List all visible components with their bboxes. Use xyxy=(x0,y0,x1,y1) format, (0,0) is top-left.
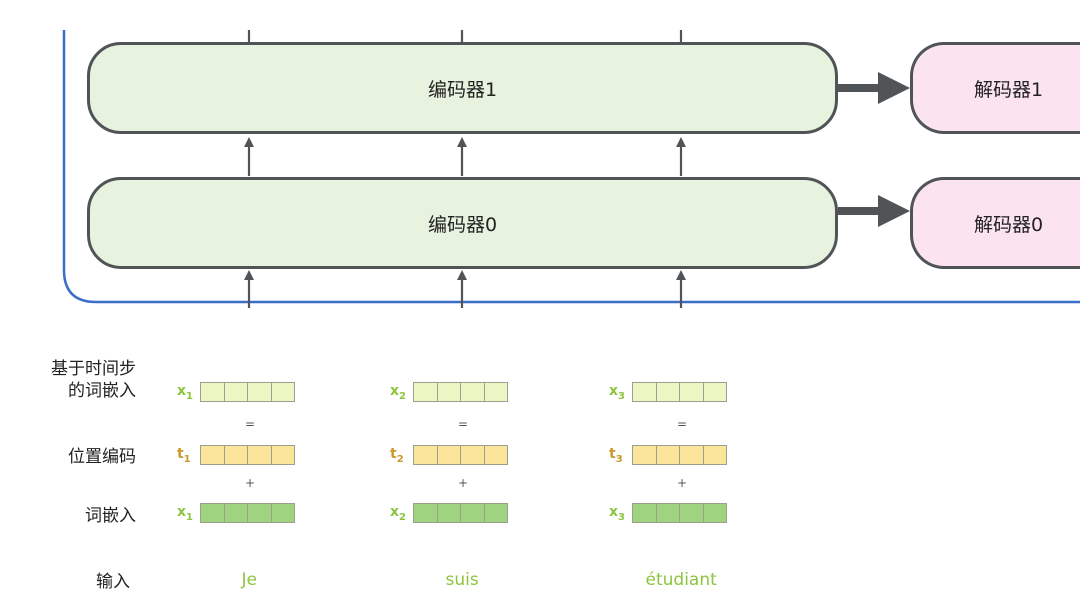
encoder-stack-frame xyxy=(62,30,1080,304)
time-embedding-vector-1 xyxy=(200,382,295,402)
vector-cell xyxy=(460,503,485,523)
vector-cell xyxy=(702,503,727,523)
equals-sign-3: = xyxy=(677,417,688,431)
vector-cell xyxy=(200,503,225,523)
arrow-input-to-enc0-1-head xyxy=(457,270,467,280)
vector-cell xyxy=(483,382,508,402)
word-embedding-vector-label-1: x1 xyxy=(177,504,193,523)
vector-cell xyxy=(223,503,248,523)
word-embedding-vector-2 xyxy=(413,503,508,523)
decoder-1-label: 解码器1 xyxy=(973,78,1044,101)
enc-to-dec-head-1 xyxy=(878,195,910,227)
vector-cell xyxy=(436,445,461,465)
equals-sign-2: = xyxy=(458,417,469,431)
vector-cell xyxy=(436,382,461,402)
vector-cell xyxy=(413,445,438,465)
position-encoding-vector-label-2: t2 xyxy=(390,446,404,465)
arrow-group xyxy=(244,30,910,308)
vector-cell xyxy=(436,503,461,523)
vector-cell xyxy=(247,445,272,465)
position-encoding-vector-3 xyxy=(632,445,727,465)
time-embedding-vector-label-3: x3 xyxy=(609,383,625,402)
word-embedding-vector-3 xyxy=(632,503,727,523)
word-embedding-vector-label-3: x3 xyxy=(609,504,625,523)
time-embedding-row-label: 基于时间步 的词嵌入 xyxy=(51,359,136,401)
vector-cell xyxy=(413,503,438,523)
position-encoding-vector-label-3: t3 xyxy=(609,446,623,465)
vector-cell xyxy=(200,382,225,402)
vector-cell xyxy=(632,445,657,465)
position-encoding-row-label: 位置编码 xyxy=(68,447,136,467)
decoder-0-label: 解码器0 xyxy=(973,213,1044,236)
arrow-input-to-enc0-0-head xyxy=(244,270,254,280)
vector-cell xyxy=(460,382,485,402)
vector-cell xyxy=(270,445,295,465)
arrow-input-to-enc0-2-head xyxy=(676,270,686,280)
position-encoding-vector-1 xyxy=(200,445,295,465)
vector-cell xyxy=(702,382,727,402)
position-encoding-vector-2 xyxy=(413,445,508,465)
word-embedding-vector-1 xyxy=(200,503,295,523)
arrow-enc0-to-enc1-1-head xyxy=(457,137,467,147)
time-embedding-vector-2 xyxy=(413,382,508,402)
vector-cell xyxy=(247,503,272,523)
enc-to-dec-shaft-1 xyxy=(838,207,882,215)
vector-cell xyxy=(413,382,438,402)
plus-sign-1: + xyxy=(245,476,256,490)
vector-cell xyxy=(270,382,295,402)
vector-cell xyxy=(632,382,657,402)
word-embedding-vector-label-2: x2 xyxy=(390,504,406,523)
vector-cell xyxy=(270,503,295,523)
input-word-1: Je xyxy=(241,570,257,590)
vector-cell xyxy=(483,445,508,465)
plus-sign-2: + xyxy=(458,476,469,490)
arrow-enc0-to-enc1-0-head xyxy=(244,137,254,147)
equals-sign-1: = xyxy=(245,417,256,431)
input-row-label: 输入 xyxy=(96,572,130,592)
encoder-1-block: 编码器1 xyxy=(87,42,838,134)
vector-cell xyxy=(460,445,485,465)
decoder-1-block: 解码器1 xyxy=(910,42,1080,134)
vector-cell xyxy=(679,382,704,402)
time-embedding-vector-3 xyxy=(632,382,727,402)
vector-cell xyxy=(679,445,704,465)
arrow-enc0-to-enc1-2-head xyxy=(676,137,686,147)
vector-cell xyxy=(702,445,727,465)
enc-to-dec-head-0 xyxy=(878,72,910,104)
encoder-0-label: 编码器0 xyxy=(427,213,498,236)
vector-cell xyxy=(200,445,225,465)
decoder-0-block: 解码器0 xyxy=(910,177,1080,269)
vector-cell xyxy=(247,382,272,402)
vector-cell xyxy=(655,445,680,465)
vector-cell xyxy=(679,503,704,523)
plus-sign-3: + xyxy=(677,476,688,490)
vector-cell xyxy=(483,503,508,523)
input-word-2: suis xyxy=(445,570,479,590)
vector-cell xyxy=(223,445,248,465)
enc-to-dec-shaft-0 xyxy=(838,84,882,92)
time-embedding-vector-label-2: x2 xyxy=(390,383,406,402)
encoder-1-label: 编码器1 xyxy=(427,78,498,101)
vector-cell xyxy=(632,503,657,523)
encoder-0-block: 编码器0 xyxy=(87,177,838,269)
vector-cell xyxy=(655,382,680,402)
time-embedding-vector-label-1: x1 xyxy=(177,383,193,402)
vector-cell xyxy=(655,503,680,523)
position-encoding-vector-label-1: t1 xyxy=(177,446,191,465)
vector-cell xyxy=(223,382,248,402)
input-word-3: étudiant xyxy=(645,570,717,590)
word-embedding-row-label: 词嵌入 xyxy=(85,506,136,526)
